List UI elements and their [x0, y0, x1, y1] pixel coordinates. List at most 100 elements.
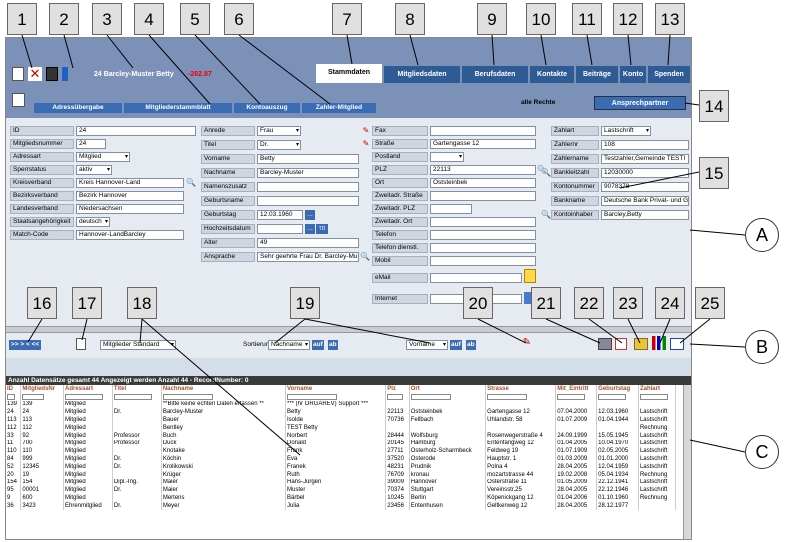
col-header-city[interactable]: Ort — [409, 385, 487, 393]
birthday-calendar-icon[interactable]: … — [305, 210, 315, 220]
tab-mitgliedsdaten[interactable]: Mitgliedsdaten — [384, 66, 460, 83]
col-header-last-name[interactable]: Nachname — [161, 385, 287, 393]
field-wedding-date[interactable] — [257, 224, 303, 234]
delete-record-icon[interactable]: ✕ — [28, 66, 42, 81]
col-header-title[interactable]: Titel — [112, 385, 162, 393]
field-state[interactable]: Niedersachsen — [76, 204, 184, 214]
sort2-descending-button[interactable]: ab — [466, 340, 476, 350]
tab-konto[interactable]: Konto — [620, 66, 646, 83]
new-record-icon[interactable] — [12, 67, 24, 81]
filter-cell[interactable] — [638, 392, 677, 401]
fax-pin-icon[interactable]: ✎ — [362, 126, 370, 135]
field-second-zip[interactable] — [430, 204, 472, 214]
td-button[interactable]: TD — [316, 224, 328, 234]
filter-select[interactable]: Mitglieder Standard — [100, 340, 176, 350]
email-envelope-icon[interactable] — [524, 269, 536, 283]
col-header-address-type[interactable]: Adressart — [63, 385, 113, 393]
col-header-first-name[interactable]: Vorname — [285, 385, 387, 393]
filter-cell[interactable] — [485, 392, 557, 401]
link-zahler-mitglied[interactable]: Zahler-Mitglied — [302, 103, 376, 113]
field-account-number[interactable]: 9078378 — [601, 182, 689, 192]
field-member-number[interactable]: 24 — [76, 139, 106, 149]
sort1-descending-button[interactable]: ab — [328, 340, 338, 350]
field-district[interactable]: Kreis Hannover-Land — [76, 178, 184, 188]
field-second-city[interactable] — [430, 217, 536, 227]
greeting-lookup-icon[interactable]: 🔍 — [360, 252, 370, 261]
field-greeting[interactable]: Sehr geehrte Frau Dr. Barcley-Mu — [257, 252, 359, 262]
field-second-street[interactable] — [430, 191, 536, 201]
select-country[interactable] — [430, 152, 464, 162]
field-phone[interactable] — [430, 230, 536, 240]
street-pin-icon[interactable]: ✎ — [362, 139, 370, 148]
field-bank-code[interactable]: 12030000 — [601, 168, 689, 178]
statistics-chart-icon[interactable] — [652, 336, 666, 350]
sort2-ascending-button[interactable]: auf — [450, 340, 462, 350]
select-title[interactable]: Dr. — [257, 140, 301, 150]
field-email[interactable] — [430, 273, 522, 283]
table-vertical-scrollbar[interactable] — [683, 385, 691, 539]
field-last-name[interactable]: Barcley-Muster — [257, 168, 359, 178]
field-account-holder[interactable]: Barcley,Betty — [601, 210, 689, 220]
sort1-ascending-button[interactable]: auf — [312, 340, 324, 350]
contact-person-button[interactable]: Ansprechpartner — [594, 96, 686, 110]
col-header-member-nr[interactable]: MitgliedsNr — [20, 385, 64, 393]
export-icon[interactable] — [615, 338, 627, 350]
save-icon[interactable] — [46, 67, 58, 81]
mail-merge-icon[interactable] — [634, 338, 648, 350]
field-work-phone[interactable] — [430, 243, 536, 253]
field-region[interactable]: Bezirk Hannover — [76, 191, 184, 201]
search-person-icon[interactable]: ✎ — [522, 337, 532, 348]
print-record-icon[interactable] — [12, 93, 25, 107]
field-fax[interactable] — [430, 126, 536, 136]
select-block-status[interactable]: aktiv — [76, 165, 112, 175]
field-id[interactable]: 24 — [76, 126, 196, 136]
field-street[interactable]: Gartengasse 12 — [430, 139, 536, 149]
filter-cell[interactable] — [63, 392, 113, 401]
field-payer-name[interactable]: Testzahler,Gemeinde TESTI — [601, 154, 689, 164]
zip-lookup-icon[interactable]: 🔍 — [537, 165, 547, 174]
select-payment-method[interactable]: Lastschrift — [601, 126, 651, 136]
col-header-id[interactable]: ID — [6, 385, 22, 393]
link-adressuebergabe[interactable]: Adressübergabe — [34, 103, 122, 113]
tab-beitraege[interactable]: Beiträge — [576, 66, 618, 83]
field-first-name[interactable]: Betty — [257, 154, 359, 164]
field-birthday[interactable]: 12.03.1960 — [257, 210, 303, 220]
link-kontoauszug[interactable]: Kontoauszug — [234, 103, 300, 113]
field-zip[interactable]: 22113 — [430, 165, 536, 175]
tab-stammdaten[interactable]: Stammdaten — [316, 64, 382, 83]
tab-berufsdaten[interactable]: Berufsdaten — [462, 66, 528, 83]
filter-cell[interactable] — [555, 392, 598, 401]
field-age[interactable]: 49 — [257, 238, 359, 248]
filter-cell[interactable] — [161, 392, 287, 401]
select-address-type[interactable]: Mitglied — [76, 152, 130, 162]
field-bank-name[interactable]: Deutsche Bank Privat- und G — [601, 196, 689, 206]
field-match-code[interactable]: Hannover-LandBarcley — [76, 230, 184, 240]
field-mobile[interactable] — [430, 256, 536, 266]
filter-cell[interactable] — [20, 392, 64, 401]
bookmark-icon[interactable] — [62, 67, 68, 81]
record-navigation-buttons[interactable]: >> > < << — [9, 340, 42, 350]
tab-kontakte[interactable]: Kontakte — [530, 66, 574, 83]
field-city[interactable]: Oststeinbek — [430, 178, 536, 188]
new-list-icon[interactable] — [76, 338, 86, 350]
col-header-zip[interactable]: Plz — [385, 385, 410, 393]
sort-field-2[interactable]: Vorname — [406, 340, 448, 350]
filter-cell[interactable] — [285, 392, 387, 401]
field-birth-name[interactable] — [257, 196, 359, 206]
col-header-birthday[interactable]: Geburtstag — [596, 385, 639, 393]
select-salutation[interactable]: Frau — [257, 126, 301, 136]
filter-cell[interactable] — [6, 392, 22, 401]
field-payer-number[interactable]: 108 — [601, 140, 689, 150]
